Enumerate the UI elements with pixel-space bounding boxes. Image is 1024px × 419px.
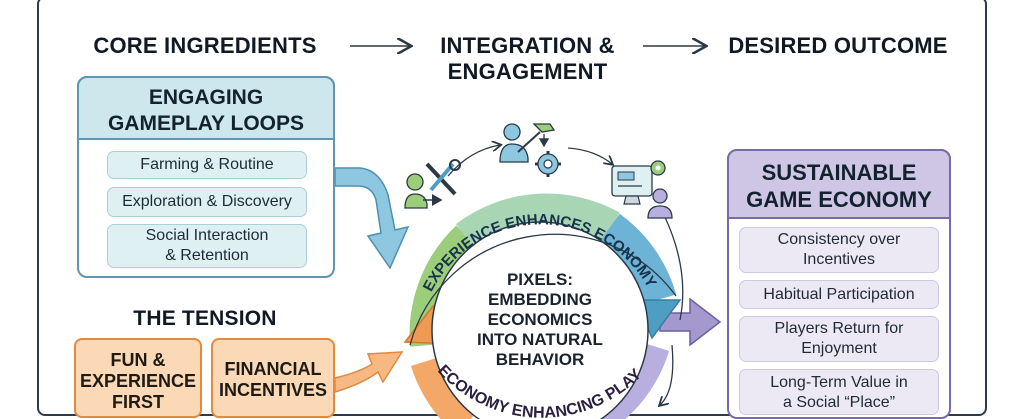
outcome-item-habitual: Habitual Participation	[739, 280, 939, 309]
gameplay-loops-title-line1: ENGAGING	[148, 86, 264, 109]
icon-arrow-4	[660, 344, 674, 405]
header-core-ingredients: CORE INGREDIENTS	[93, 33, 317, 58]
icon-arrow-1	[447, 145, 500, 177]
gameplay-loops-title-line2: GAMEPLAY LOOPS	[107, 112, 305, 135]
monitor-user-icon	[611, 160, 673, 219]
loop-item-social: Social Interaction& Retention	[107, 224, 307, 268]
header-integration-line1: INTEGRATION &	[440, 33, 615, 58]
loop-item-farming: Farming & Routine	[107, 151, 307, 179]
engineer-gear-icon	[499, 123, 561, 177]
financial-incentives-box: FINANCIAL INCENTIVES	[211, 338, 335, 418]
fun-experience-box: FUN & EXPERIENCE FIRST	[74, 338, 202, 418]
tools-icon	[404, 159, 461, 209]
cycle-to-outcome-arrow	[659, 297, 722, 347]
loops-to-cycle-arrow	[334, 167, 410, 270]
sustainable-economy-title-line1: SUSTAINABLE	[761, 160, 917, 185]
cycle-center-text: PIXELS: EMBEDDING ECONOMICS INTO NATURAL…	[477, 270, 603, 369]
sustainable-economy-title-line2: GAME ECONOMY	[746, 187, 932, 212]
loop-item-exploration: Exploration & Discovery	[107, 187, 307, 217]
gameplay-loops-header	[77, 76, 335, 140]
icon-arrow-2	[567, 147, 612, 164]
incentives-to-cycle-arrow	[334, 351, 404, 394]
header-integration-line2: ENGAGEMENT	[447, 59, 608, 84]
tension-title: THE TENSION	[133, 307, 277, 330]
icon-arrow-3	[663, 214, 684, 321]
header-desired-outcome: DESIRED OUTCOME	[728, 33, 948, 58]
sustainable-economy-header	[727, 149, 951, 219]
